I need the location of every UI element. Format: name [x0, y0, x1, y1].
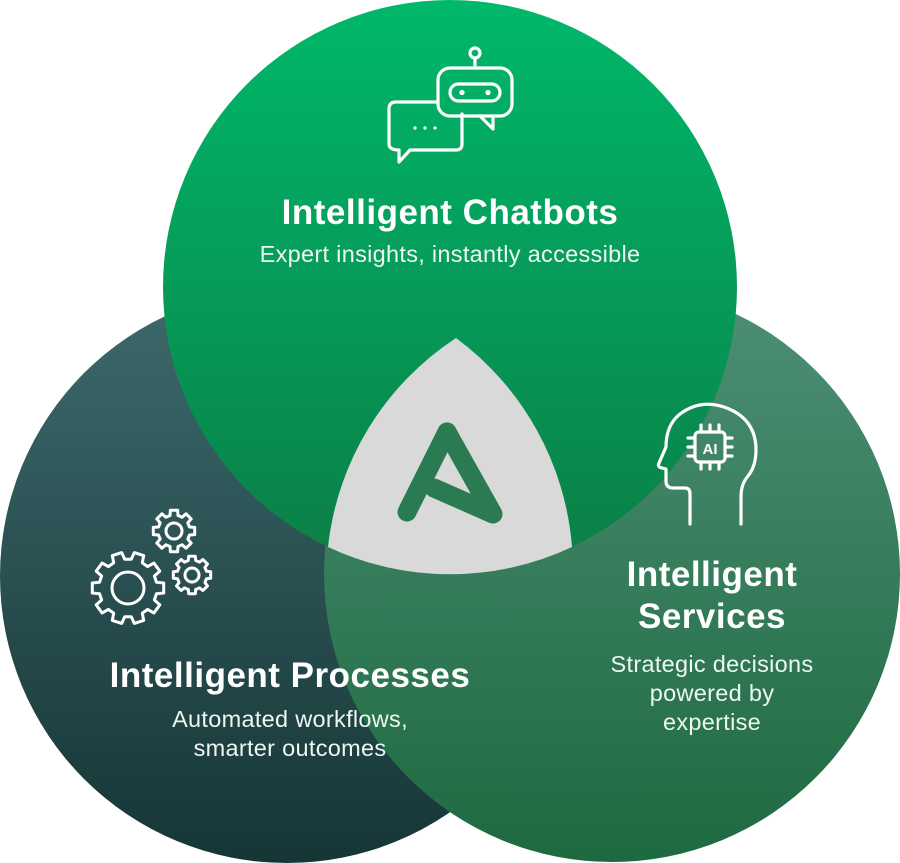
chatbot-icon — [387, 46, 514, 164]
services-title: Intelligent Services — [562, 554, 862, 638]
processes-subtitle-line: smarter outcomes — [193, 735, 387, 761]
chatbots-title: Intelligent Chatbots — [281, 193, 619, 232]
services-subtitle-line: powered by — [649, 680, 775, 706]
services-subtitle-line: Strategic decisions — [610, 651, 814, 677]
services-subtitle: Strategic decisions powered by expertise — [572, 650, 852, 737]
processes-title: Intelligent Processes — [109, 656, 471, 695]
gear-shape — [90, 551, 166, 625]
services-title-line: Services — [637, 597, 787, 636]
gear-hole — [110, 570, 146, 606]
gear-shape — [151, 508, 197, 554]
ai-chip-label: AI — [703, 441, 718, 458]
gear-shape — [171, 554, 213, 596]
brand-logo — [397, 422, 503, 524]
gears-icon — [90, 508, 213, 625]
chatbots-subtitle: Expert insights, instantly accessible — [259, 241, 641, 267]
gear-hole — [183, 566, 201, 584]
processes-subtitle-line: Automated workflows, — [172, 706, 408, 732]
processes-subtitle: Automated workflows, smarter outcomes — [90, 705, 490, 763]
gear-hole — [164, 521, 184, 541]
chatbots-circle — [163, 0, 737, 574]
ai-head-icon: AI — [656, 402, 758, 526]
services-subtitle-line: expertise — [662, 709, 762, 735]
services-title-line: Intelligent — [626, 555, 798, 594]
